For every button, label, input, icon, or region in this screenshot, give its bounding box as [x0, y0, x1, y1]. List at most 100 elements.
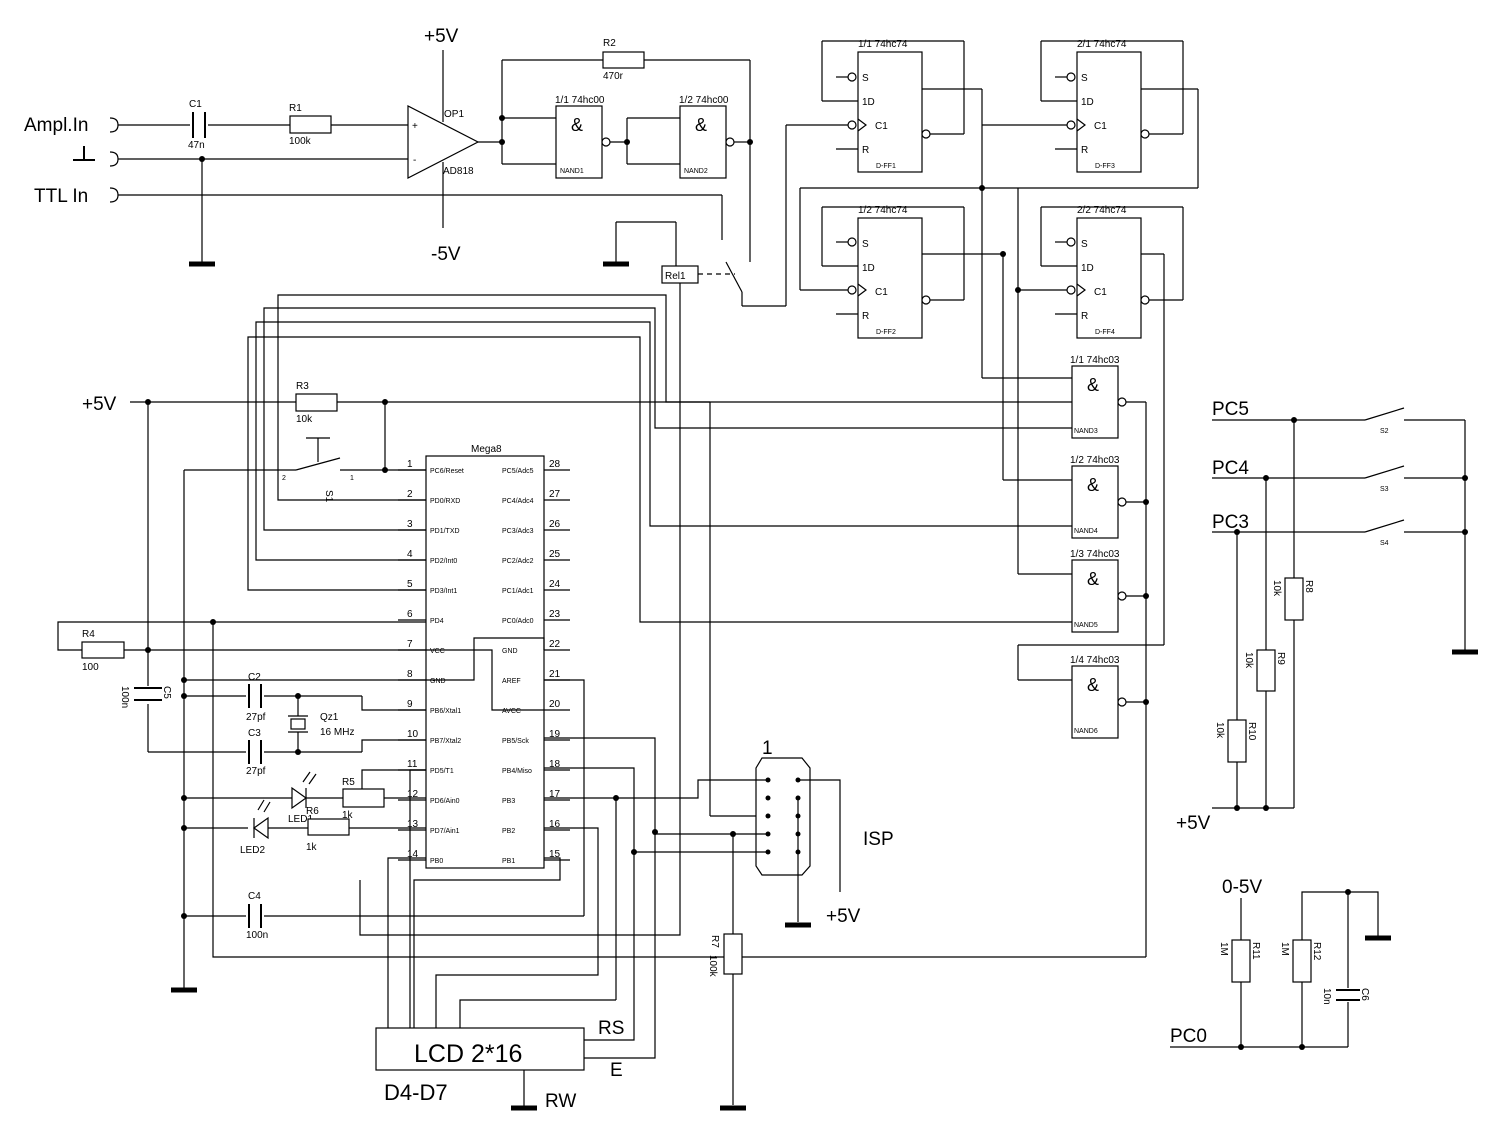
mcu-pin-num: 8 — [407, 669, 413, 680]
svg-text:RS: RS — [598, 1018, 624, 1039]
isp-vcc-label: +5V — [826, 906, 861, 927]
r12-resistor — [1292, 939, 1312, 983]
opamp-vminus-label: -5V — [431, 244, 461, 265]
mcu-vcc-label: +5V — [82, 394, 117, 415]
svg-text:C4: C4 — [248, 891, 261, 902]
svg-text:D-FF1: D-FF1 — [876, 163, 896, 170]
svg-text:NAND3: NAND3 — [1074, 428, 1098, 435]
s3-switch — [1364, 465, 1405, 479]
svg-text:R: R — [1081, 145, 1088, 156]
svg-text:NAND5: NAND5 — [1074, 622, 1098, 629]
svg-text:C1: C1 — [189, 99, 202, 110]
r3-resistor — [295, 393, 338, 412]
svg-text:1M: 1M — [1218, 942, 1229, 956]
svg-text:10n: 10n — [1321, 988, 1332, 1005]
mcu-pin-name: PC0/Adc0 — [502, 618, 534, 625]
ttl-in-jack — [109, 187, 119, 203]
r10-resistor — [1227, 719, 1247, 763]
mcu-pin-num: 3 — [407, 519, 413, 530]
svg-text:PC3: PC3 — [1212, 512, 1249, 533]
svg-text:S2: S2 — [1380, 428, 1389, 435]
svg-text:1/2 74hc03: 1/2 74hc03 — [1070, 455, 1120, 466]
svg-text:&: & — [1087, 569, 1099, 589]
svg-text:LED1: LED1 — [288, 814, 313, 825]
mcu-pin-num: 27 — [549, 489, 561, 500]
mcu-pin-num: 21 — [549, 669, 561, 680]
svg-text:470r: 470r — [603, 71, 624, 82]
mcu-pin-num: 7 — [407, 639, 413, 650]
svg-text:R: R — [862, 311, 869, 322]
svg-text:C1: C1 — [1094, 121, 1107, 132]
svg-text:Mega8: Mega8 — [471, 444, 502, 455]
svg-text:2/2 74hc74: 2/2 74hc74 — [1077, 205, 1127, 216]
nand-output-bus — [742, 402, 1149, 958]
mcu-pin-num: 5 — [407, 579, 413, 590]
mcu-pin-num: 20 — [549, 699, 561, 710]
svg-text:47n: 47n — [188, 140, 205, 151]
svg-text:S: S — [862, 239, 869, 250]
mcu-pin-num: 4 — [407, 549, 413, 560]
mcu-pin-num: 25 — [549, 549, 561, 560]
svg-text:E: E — [610, 1060, 623, 1081]
mcu-pin-num: 19 — [549, 729, 561, 740]
supply-filter: C5 100n R4 100 — [57, 402, 724, 958]
dff-ff3: 2/1 74hc74 D-FF3 S 1D C1 R — [982, 39, 1199, 188]
svg-text:C6: C6 — [1359, 988, 1370, 1001]
mcu-pin-num: 11 — [407, 759, 418, 770]
svg-text:1/1 74hc00: 1/1 74hc00 — [555, 95, 605, 106]
svg-text:16 MHz: 16 MHz — [320, 727, 354, 738]
mcu-pin-num: 13 — [407, 819, 419, 830]
s1-switch — [295, 457, 341, 471]
svg-text:R6: R6 — [306, 806, 319, 817]
svg-text:R4: R4 — [82, 629, 95, 640]
mcu-pin-name: PC6/Reset — [430, 468, 464, 475]
r9-resistor — [1256, 649, 1276, 692]
mcu-pin-num: 12 — [407, 789, 419, 800]
mcu-pin-name: GND — [430, 678, 446, 685]
svg-text:10k: 10k — [296, 414, 313, 425]
mcu-pin-name: PB2 — [502, 828, 515, 835]
svg-text:LED2: LED2 — [240, 845, 265, 856]
mcu-pin-name: VCC — [430, 648, 445, 655]
svg-text:2/1 74hc74: 2/1 74hc74 — [1077, 39, 1127, 50]
svg-text:C5: C5 — [161, 686, 172, 699]
r11-resistor — [1231, 939, 1251, 983]
mcu-pin-name: PD4 — [430, 618, 444, 625]
dff-ff1: 1/1 74hc74 D-FF1 S 1D C1 R — [821, 39, 982, 173]
svg-text:NAND6: NAND6 — [1074, 728, 1098, 735]
mcu-pin-num: 14 — [407, 849, 419, 860]
svg-text:ISP: ISP — [863, 829, 894, 850]
svg-text:R9: R9 — [1275, 652, 1286, 665]
svg-text:D-FF2: D-FF2 — [876, 329, 896, 336]
crystal-section: C2 27pf C3 27pf Qz1 16 MHz — [184, 672, 426, 777]
svg-text:R8: R8 — [1303, 580, 1314, 593]
mcu-pin-num: 28 — [549, 459, 561, 470]
mcu-pin-num: 18 — [549, 759, 561, 770]
svg-text:D-FF3: D-FF3 — [1095, 163, 1115, 170]
nand4-gate: 1/2 74hc03 & NAND4 — [1070, 455, 1146, 539]
mcu-control-bus — [247, 294, 1072, 681]
svg-text:1/3 74hc03: 1/3 74hc03 — [1070, 549, 1120, 560]
mcu-pin-name: PB5/Sck — [502, 738, 529, 745]
voltage-divider-section: 0-5V R11 1M R12 1M C6 10n PC0 — [1170, 877, 1391, 1050]
svg-text:1/2 74hc00: 1/2 74hc00 — [679, 95, 729, 106]
mcu-pin-name: PC4/Adc4 — [502, 498, 534, 505]
svg-text:PC5: PC5 — [1212, 399, 1249, 420]
mcu-pin-num: 9 — [407, 699, 413, 710]
svg-text:100k: 100k — [289, 136, 312, 147]
nand2-gate — [679, 105, 727, 179]
svg-text:1D: 1D — [862, 97, 875, 108]
svg-text:1D: 1D — [1081, 263, 1094, 274]
svg-text:2: 2 — [282, 475, 286, 482]
svg-text:S: S — [1081, 73, 1088, 84]
c4-section: C4 100n — [184, 649, 585, 941]
svg-text:&: & — [571, 115, 583, 135]
button-section: PC5 PC4 PC3 S2 S3 S4 R8 10k R9 10k — [1176, 399, 1478, 834]
svg-text:LCD 2*16: LCD 2*16 — [414, 1040, 522, 1068]
svg-text:1/2 74hc74: 1/2 74hc74 — [858, 205, 908, 216]
mcu-mega8: Mega8 1PC6/Reset2PD0/RXD3PD1/TXD4PD2/Int… — [398, 444, 570, 869]
mcu-pin-name: PB1 — [502, 858, 515, 865]
svg-text:&: & — [1087, 675, 1099, 695]
r6-resistor — [307, 818, 350, 836]
